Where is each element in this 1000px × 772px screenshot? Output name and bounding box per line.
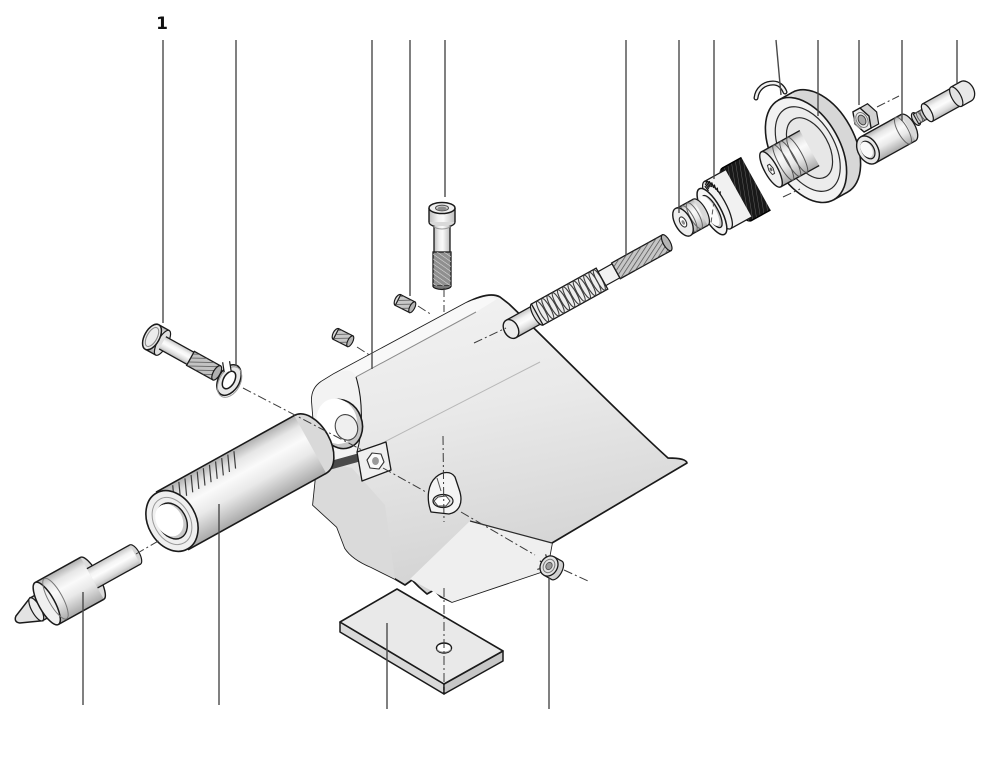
thrust-washer xyxy=(672,198,711,237)
graduated-dial xyxy=(696,156,771,236)
spring-washer xyxy=(216,361,243,398)
axis-handle xyxy=(876,95,900,108)
callout-1-label: 1 xyxy=(156,14,168,34)
casting-rounded-edge-line xyxy=(355,376,362,453)
handwheel xyxy=(759,88,862,204)
leader-lines xyxy=(82,39,958,709)
axis-nut-tail xyxy=(563,569,589,582)
tailstock-body-casting xyxy=(311,294,688,603)
handwheel-hub xyxy=(759,129,820,188)
handle-sleeve xyxy=(855,113,919,165)
socket-cap-screw xyxy=(428,201,456,291)
retaining-clip xyxy=(753,80,788,101)
clamp-lug-hole-center xyxy=(372,457,379,465)
casting-top-face xyxy=(321,297,497,391)
axis-boss-to-nut xyxy=(460,511,536,556)
foot-front-face xyxy=(410,521,552,602)
axis-clamp-bolt xyxy=(242,387,363,451)
clamp-bolt xyxy=(141,323,223,381)
dial-graduations xyxy=(704,180,721,195)
axis-center-to-barrel xyxy=(135,539,161,555)
clamp-plate xyxy=(339,588,504,695)
axis-grub-b xyxy=(417,305,433,316)
hex-nut xyxy=(852,103,880,133)
grub-screw-a xyxy=(331,327,355,348)
handle-screw xyxy=(910,80,976,126)
centerlines xyxy=(135,95,900,692)
dial-front-ring xyxy=(696,187,728,236)
leader-clip xyxy=(775,39,782,96)
quill-barrel xyxy=(145,413,335,553)
axis-leadscrew xyxy=(473,327,507,344)
housing-bottom-line xyxy=(362,361,541,454)
leadscrew xyxy=(502,233,673,340)
dead-center xyxy=(14,544,143,626)
axis-clamp-lug xyxy=(382,467,427,493)
boss-hex-recess xyxy=(433,495,451,507)
boss-slot-line xyxy=(436,477,442,492)
grub-screw-b xyxy=(393,293,417,314)
axis-grub-a xyxy=(356,346,372,357)
clamp-nut xyxy=(537,554,565,581)
axis-dial-hub xyxy=(782,188,801,198)
web-shade xyxy=(313,462,395,579)
axis-capscrew-body xyxy=(442,435,445,523)
